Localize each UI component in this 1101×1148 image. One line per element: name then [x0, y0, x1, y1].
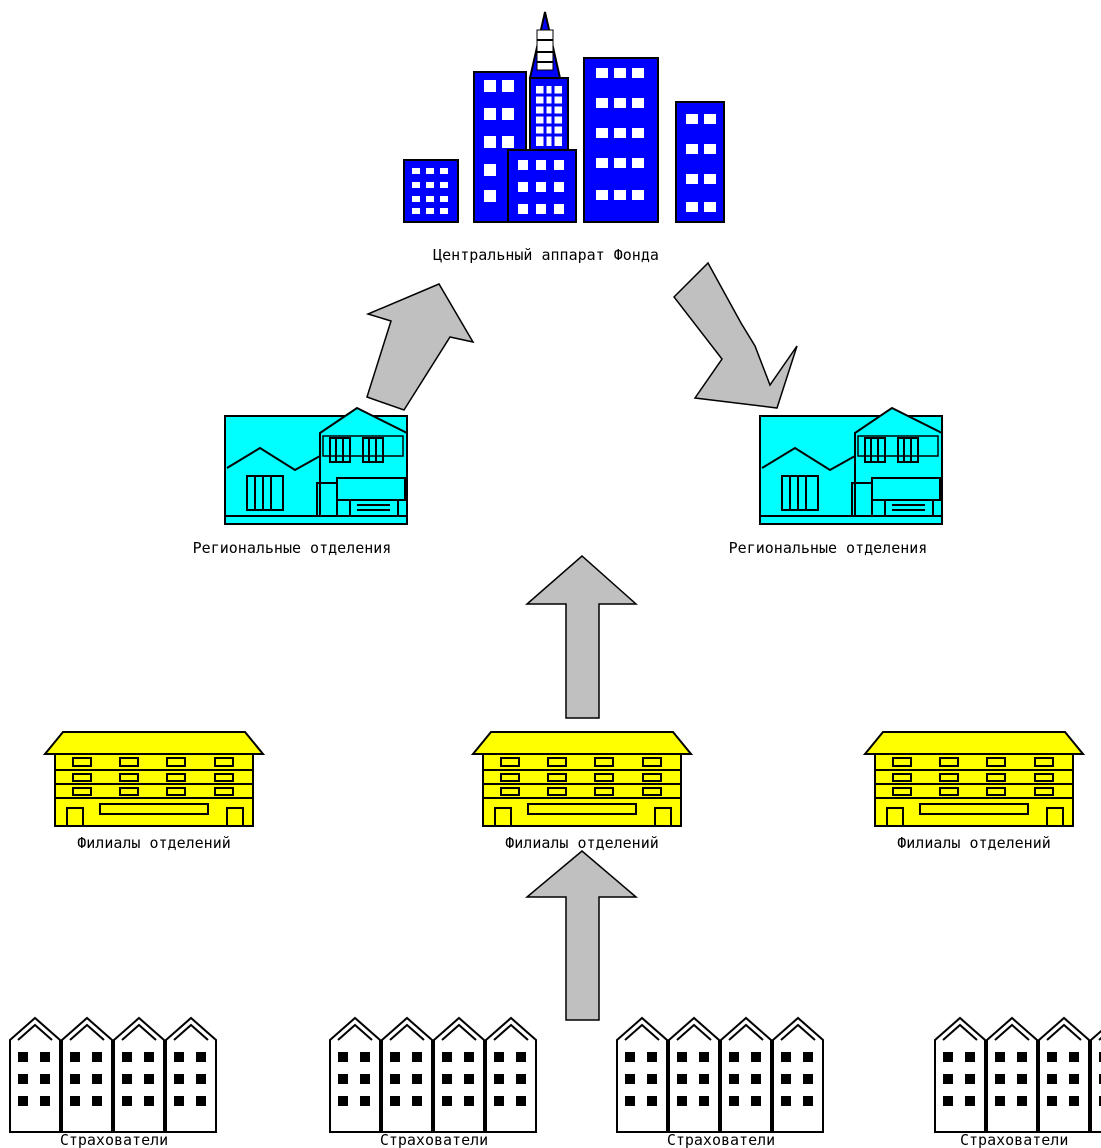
house-icon: [759, 407, 943, 525]
insurer-label-4: Страхователи: [960, 1131, 1068, 1148]
arrow-central-to-regional: [673, 261, 798, 409]
arrow-branch-to-regional: [525, 555, 638, 719]
office-building-icon: [44, 731, 264, 827]
branch-label-center: Филиалы отделений: [505, 834, 659, 852]
insurer-label-3: Страхователи: [667, 1131, 775, 1148]
arrow-regional-to-central: [365, 283, 475, 411]
central-apparatus-label: Центральный аппарат Фонда: [433, 246, 659, 264]
branch-label-right: Филиалы отделений: [897, 834, 1051, 852]
regional-office-label-left: Региональные отделения: [193, 539, 392, 557]
insurer-label-1: Страхователи: [60, 1131, 168, 1148]
arrow-insurer-to-branch: [524, 850, 639, 1021]
row-houses-icon: [330, 1018, 536, 1132]
house-icon: [224, 407, 408, 525]
row-houses-icon: [935, 1018, 1101, 1132]
row-houses-icon: [617, 1018, 823, 1132]
office-building-icon: [864, 731, 1084, 827]
insurer-label-2: Страхователи: [380, 1131, 488, 1148]
office-building-icon: [472, 731, 692, 827]
skyscrapers-icon: [403, 11, 725, 223]
branch-label-left: Филиалы отделений: [77, 834, 231, 852]
row-houses-icon: [10, 1018, 216, 1132]
regional-office-label-right: Региональные отделения: [729, 539, 928, 557]
